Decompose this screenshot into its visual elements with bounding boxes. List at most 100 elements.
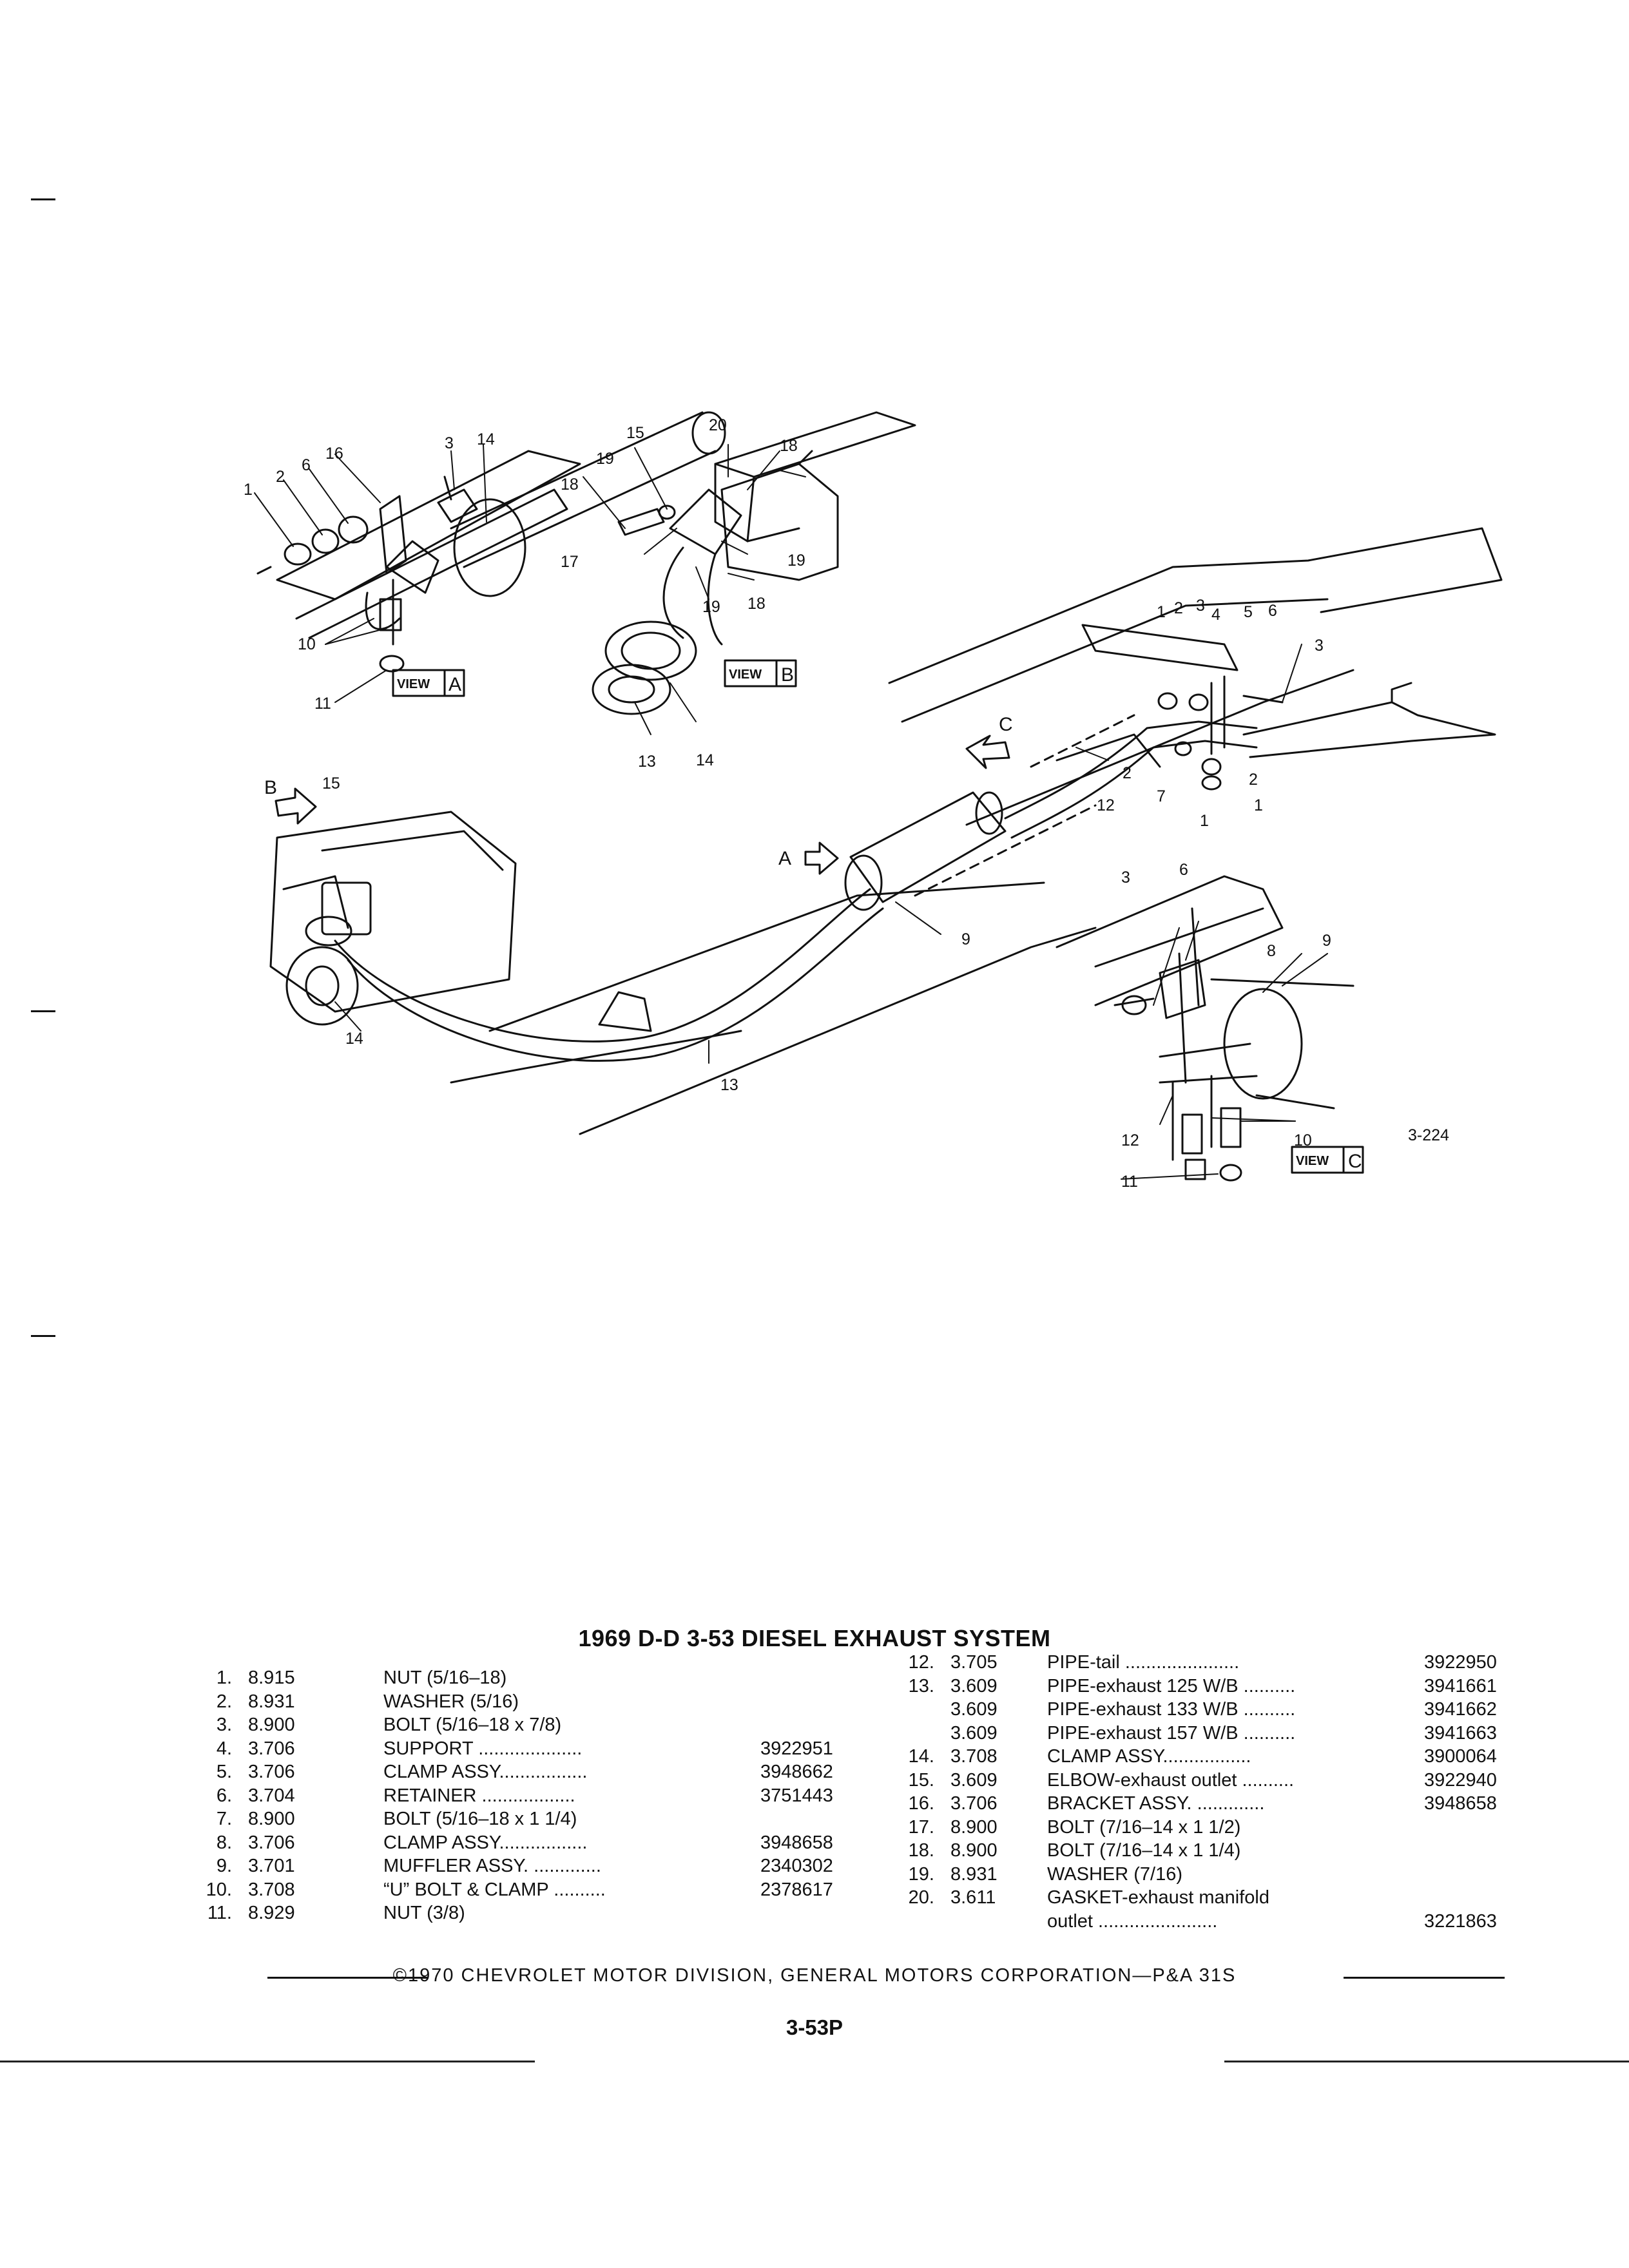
callout-6-c: 6 xyxy=(1179,861,1188,879)
part-group-code: 8.929 xyxy=(248,1903,295,1923)
leader-lines xyxy=(254,444,1328,1180)
part-number: 3941662 xyxy=(1424,1699,1497,1720)
part-description: CLAMP ASSY................. xyxy=(383,1762,588,1782)
callout-1-rear: 1 xyxy=(1157,603,1166,621)
part-description: BOLT (5/16–18 x 1 1/4) xyxy=(383,1809,577,1829)
callout-2: 2 xyxy=(276,468,285,486)
part-item-number: 12. xyxy=(908,1652,934,1673)
arrow-letters: B A C xyxy=(264,714,1013,869)
figure-number: 3-224 xyxy=(1408,1126,1449,1144)
part-description: “U” BOLT & CLAMP .......... xyxy=(383,1879,606,1900)
part-group-code: 3.706 xyxy=(950,1793,998,1814)
margin-mark-middle xyxy=(31,1010,55,1012)
callout-19-right: 19 xyxy=(787,552,805,570)
part-group-code: 8.900 xyxy=(950,1816,998,1838)
part-group-code: 3.609 xyxy=(950,1722,998,1744)
part-item-number: 5. xyxy=(216,1762,232,1782)
part-group-code: 3.609 xyxy=(950,1769,998,1791)
arrow-c-icon xyxy=(965,735,1010,769)
part-number: 2378617 xyxy=(760,1879,833,1900)
callout-19-left: 19 xyxy=(596,450,614,468)
callout-labels: 1 2 6 16 3 14 10 11 15 20 18 19 18 19 17… xyxy=(244,416,1331,1191)
part-group-code: 3.706 xyxy=(248,1762,295,1782)
part-description: CLAMP ASSY................. xyxy=(1047,1746,1251,1767)
part-group-code: 3.609 xyxy=(950,1675,998,1696)
svg-text:C: C xyxy=(999,714,1013,735)
part-item-number: 16. xyxy=(908,1793,934,1814)
arrow-b-icon xyxy=(275,787,317,825)
part-item-number: 9. xyxy=(216,1856,232,1876)
callout-10: 10 xyxy=(298,635,316,653)
callout-6: 6 xyxy=(302,456,311,474)
part-number: 3941663 xyxy=(1424,1722,1497,1744)
footer-rule-left xyxy=(267,1977,429,1979)
part-number: 3941661 xyxy=(1424,1675,1497,1696)
callout-4: 4 xyxy=(1211,606,1220,624)
callout-19-lower: 19 xyxy=(702,598,720,616)
callout-11: 11 xyxy=(314,695,331,713)
part-group-code: 8.931 xyxy=(950,1863,998,1885)
callout-18-left: 18 xyxy=(561,476,579,494)
callout-3-frame: 3 xyxy=(1315,637,1324,655)
part-number: 3922951 xyxy=(760,1738,833,1759)
arrow-a-icon xyxy=(804,841,839,875)
part-description: PIPE-exhaust 125 W/B .......... xyxy=(1047,1675,1296,1696)
part-description: WASHER (7/16) xyxy=(1047,1863,1183,1885)
part-description: PIPE-exhaust 157 W/B .......... xyxy=(1047,1722,1296,1744)
part-number: 3948662 xyxy=(760,1762,833,1782)
main-frame-assembly xyxy=(269,527,1503,1135)
callout-16: 16 xyxy=(325,445,343,463)
part-item-number: 18. xyxy=(908,1840,934,1861)
part-number: 3221863 xyxy=(1424,1910,1497,1932)
part-group-code: 8.900 xyxy=(950,1840,998,1861)
footer-rule-right xyxy=(1344,1977,1505,1979)
part-description: ELBOW-exhaust outlet .......... xyxy=(1047,1769,1295,1791)
view-c-detail xyxy=(1055,875,1354,1182)
part-number: 3948658 xyxy=(1424,1793,1497,1814)
svg-text:VIEW: VIEW xyxy=(729,668,762,682)
callout-1-lower: 1 xyxy=(1200,812,1209,830)
part-number: 3922950 xyxy=(1424,1652,1497,1673)
callout-8: 8 xyxy=(1267,942,1276,960)
part-group-code: 3.708 xyxy=(950,1746,998,1767)
part-item-number: 11. xyxy=(207,1903,232,1923)
svg-text:B: B xyxy=(781,664,794,686)
callout-6-rear: 6 xyxy=(1268,602,1277,620)
margin-mark-lower xyxy=(31,1335,55,1337)
callout-15: 15 xyxy=(322,774,340,793)
callout-1: 1 xyxy=(244,481,253,499)
callout-9: 9 xyxy=(961,930,970,948)
part-group-code: 3.708 xyxy=(248,1879,295,1900)
svg-text:C: C xyxy=(1348,1151,1362,1172)
callout-7: 7 xyxy=(1157,787,1166,805)
part-group-code: 8.915 xyxy=(248,1667,295,1688)
callout-15-b: 15 xyxy=(626,424,644,442)
part-item-number: 15. xyxy=(908,1769,934,1791)
callout-20: 20 xyxy=(709,416,727,434)
part-number: 3948658 xyxy=(760,1832,833,1853)
part-description: BOLT (7/16–14 x 1 1/2) xyxy=(1047,1816,1241,1838)
part-group-code: 3.701 xyxy=(248,1856,295,1876)
callout-14-b: 14 xyxy=(696,751,714,769)
callout-5: 5 xyxy=(1244,603,1253,621)
part-group-code: 3.706 xyxy=(248,1832,295,1853)
part-group-code: 3.704 xyxy=(248,1785,295,1806)
exhaust-system-diagram: 1 2 6 16 3 14 10 11 15 20 18 19 18 19 17… xyxy=(244,411,1503,1191)
part-item-number: 1. xyxy=(216,1667,232,1688)
part-item-number: 14. xyxy=(908,1746,934,1767)
callout-14-main: 14 xyxy=(345,1030,363,1048)
page-number: 3-53P xyxy=(786,2015,843,2039)
part-item-number: 7. xyxy=(216,1809,232,1829)
part-number: 3900064 xyxy=(1424,1746,1497,1767)
part-item-number: 19. xyxy=(908,1863,934,1885)
callout-13: 13 xyxy=(720,1076,738,1094)
bottom-rule-right xyxy=(1224,2061,1629,2062)
svg-text:A: A xyxy=(778,848,791,869)
callout-12: 12 xyxy=(1097,796,1115,814)
callout-10-c: 10 xyxy=(1294,1131,1312,1149)
direction-arrows xyxy=(275,735,1010,875)
copyright-line: ©1970 CHEVROLET MOTOR DIVISION, GENERAL … xyxy=(392,1965,1237,1986)
svg-text:VIEW: VIEW xyxy=(1296,1154,1329,1168)
part-item-number: 10. xyxy=(206,1879,232,1900)
svg-text:VIEW: VIEW xyxy=(397,677,430,691)
